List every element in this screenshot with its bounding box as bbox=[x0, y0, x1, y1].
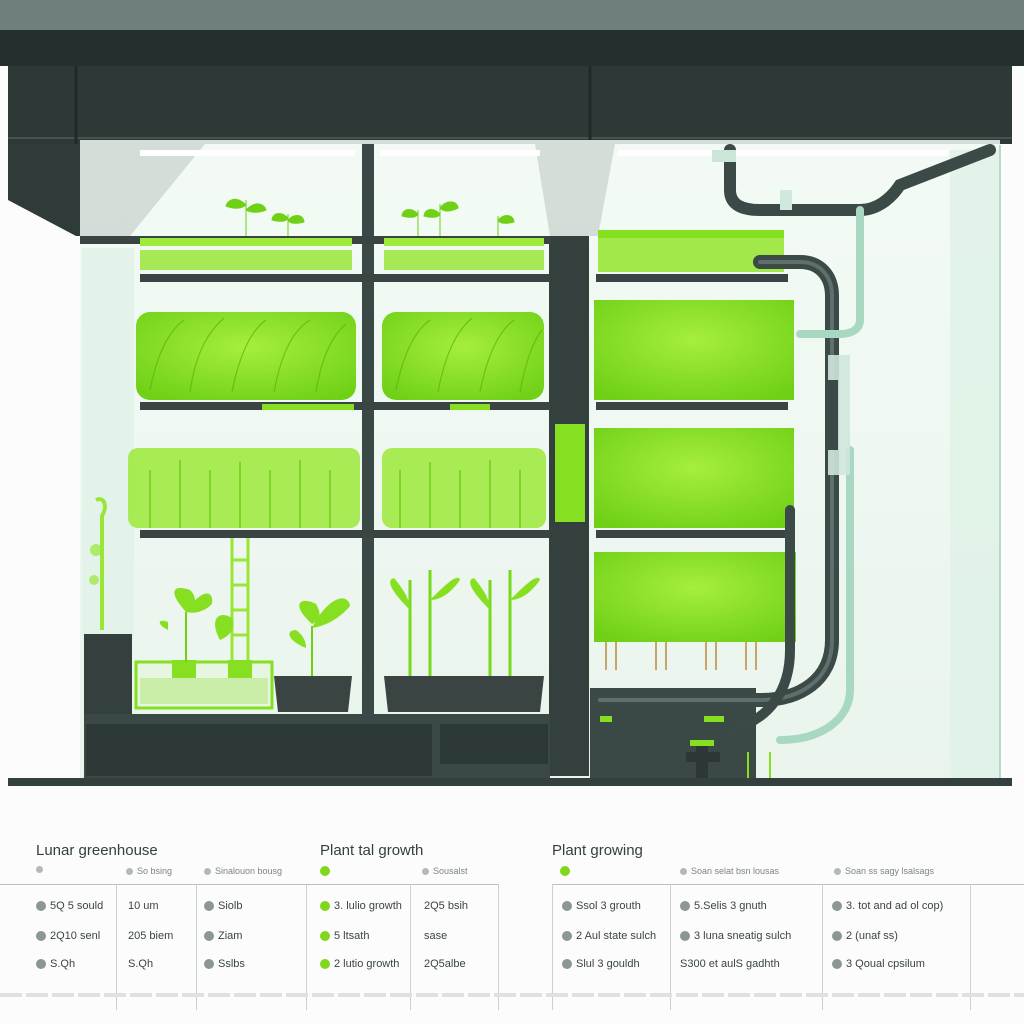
table-cell: 3 luna sneatig sulch bbox=[680, 930, 791, 942]
panel-plant-growing: Plant growing Soan selat bsn lousas Soan… bbox=[552, 832, 1024, 1010]
pot-left bbox=[274, 676, 352, 712]
bullet-icon bbox=[36, 931, 46, 941]
panel-lunar-greenhouse: Lunar greenhouse So bsing Sinalouon bous… bbox=[0, 832, 307, 1010]
table-cell: Sslbs bbox=[204, 958, 245, 970]
table-cell: 2Q5albe bbox=[424, 958, 466, 970]
herbs-row-3 bbox=[128, 448, 546, 528]
header-cell bbox=[560, 866, 574, 876]
bullet-icon bbox=[320, 866, 330, 876]
bullet-icon bbox=[562, 959, 572, 969]
bullet-icon bbox=[834, 867, 841, 875]
table-cell: S300 et aulS gadhth bbox=[680, 958, 780, 970]
bullet-icon bbox=[204, 959, 214, 969]
panel-title: Lunar greenhouse bbox=[36, 842, 158, 859]
bullet-icon bbox=[320, 959, 330, 969]
table-cell: S.Qh bbox=[36, 958, 75, 970]
pot-center bbox=[384, 676, 544, 712]
mullion-left bbox=[362, 144, 374, 774]
header-cell: Soan selat bsn lousas bbox=[680, 866, 779, 876]
table-cell: 5 ltsath bbox=[320, 930, 369, 942]
table-cell: Ziam bbox=[204, 930, 242, 942]
bullet-icon bbox=[680, 901, 690, 911]
table-cell: 5Q 5 sould bbox=[36, 900, 103, 912]
table-cell: Slul 3 gouldh bbox=[562, 958, 640, 970]
bullet-icon bbox=[680, 867, 687, 875]
bullet-icon bbox=[36, 959, 46, 969]
table-cell: 3. tot and ad ol cop) bbox=[832, 900, 943, 912]
panel-title: Plant tal growth bbox=[320, 842, 424, 859]
table-cell: 2Q10 senl bbox=[36, 930, 100, 942]
corn-plants bbox=[390, 570, 540, 676]
table-cell: S.Qh bbox=[128, 958, 154, 970]
pipe-system bbox=[593, 144, 996, 744]
bullet-icon bbox=[560, 866, 570, 876]
left-cabinet bbox=[84, 634, 132, 714]
header-cell: Sinalouon bousg bbox=[204, 866, 282, 876]
table-cell: 2Q5 bsih bbox=[424, 900, 469, 912]
bullet-icon bbox=[832, 931, 842, 941]
seedlings-row-1 bbox=[140, 198, 544, 270]
bullet-icon bbox=[204, 901, 214, 911]
table-cell: 2 Aul state sulch bbox=[562, 930, 656, 942]
potted-plants-left bbox=[159, 588, 350, 676]
leafy-greens-row-2 bbox=[136, 312, 544, 400]
greenhouse-illustration bbox=[0, 0, 1024, 786]
panel-plant-tal-growth: Plant tal growth Sousalst 3. lulio growt… bbox=[306, 832, 499, 1010]
panel-title: Plant growing bbox=[552, 842, 643, 859]
bullet-icon bbox=[320, 931, 330, 941]
bullet-icon bbox=[680, 931, 690, 941]
header-cell bbox=[320, 866, 334, 876]
bullet-icon bbox=[204, 931, 214, 941]
table-cell: Ssol 3 grouth bbox=[562, 900, 641, 912]
bullet-icon bbox=[832, 959, 842, 969]
bullet-icon bbox=[126, 867, 133, 875]
bullet-icon bbox=[562, 901, 572, 911]
header-cell: Soan ss sagy lsalsags bbox=[834, 866, 934, 876]
table-cell: Siolb bbox=[204, 900, 242, 912]
header-cell: Sousalst bbox=[422, 866, 468, 876]
table-cell: 3. lulio growth bbox=[320, 900, 402, 912]
header-cell: So bsing bbox=[126, 866, 172, 876]
header-cell bbox=[36, 866, 47, 873]
support-ladder bbox=[230, 538, 250, 660]
bullet-icon bbox=[562, 931, 572, 941]
bullet-icon bbox=[204, 867, 211, 875]
top-band bbox=[0, 0, 1024, 30]
roof-beam bbox=[0, 30, 1024, 66]
dense-greens-row-2-right bbox=[594, 300, 794, 400]
floor-line bbox=[8, 778, 1012, 786]
table-cell: 205 biem bbox=[128, 930, 174, 942]
bullet-icon bbox=[422, 867, 429, 875]
dense-greens-row-3-right bbox=[594, 428, 794, 528]
table-cell: 2 lutio growth bbox=[320, 958, 399, 970]
table-cell: 3 Qoual cpsilum bbox=[832, 958, 925, 970]
table-cell: 5.Selis 3 gnuth bbox=[680, 900, 767, 912]
table-cell: 2 (unaf ss) bbox=[832, 930, 898, 942]
bullet-icon bbox=[320, 901, 330, 911]
dense-greens-row-4-right bbox=[594, 552, 796, 642]
table-cell: sase bbox=[424, 930, 448, 942]
bullet-icon bbox=[36, 901, 46, 911]
valve bbox=[686, 740, 720, 778]
bullet-icon bbox=[36, 866, 43, 873]
bullet-icon bbox=[832, 901, 842, 911]
footer-strip bbox=[0, 993, 1024, 997]
roof-housing bbox=[8, 66, 1012, 144]
table-cell: 10 um bbox=[128, 900, 159, 912]
column-green-panel bbox=[555, 424, 585, 522]
